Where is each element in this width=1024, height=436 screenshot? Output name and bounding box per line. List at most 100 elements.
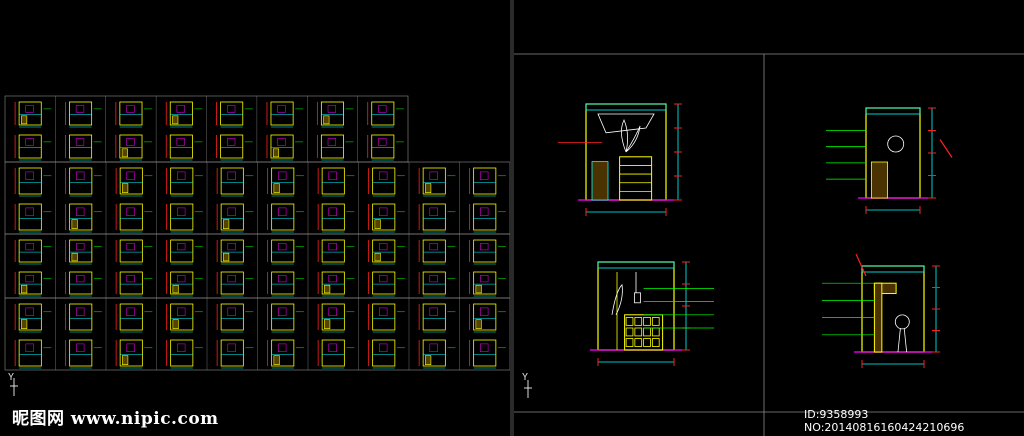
mini-elevation-fill bbox=[71, 219, 78, 230]
mini-elevation-fill bbox=[21, 115, 28, 125]
mini-elevation-detail bbox=[176, 105, 185, 113]
mini-elevation-detail bbox=[480, 207, 489, 216]
mini-elevation-detail bbox=[278, 243, 287, 251]
mini-elevation-detail bbox=[378, 138, 387, 146]
mini-elevation-fill bbox=[272, 148, 280, 158]
mini-elevation-box bbox=[69, 203, 93, 231]
mini-elevation-box bbox=[321, 339, 345, 367]
mini-elevation-detail bbox=[327, 105, 337, 113]
mini-elevation-detail bbox=[328, 207, 337, 216]
mini-elevation-detail bbox=[25, 243, 34, 251]
watermark: 昵图网 www.nipic.com bbox=[12, 409, 219, 429]
mini-elevation-detail bbox=[328, 275, 337, 283]
mini-elevation-box bbox=[473, 203, 497, 231]
mini-elevation-detail bbox=[177, 307, 186, 316]
plant-sketch bbox=[621, 119, 641, 153]
mini-elevation-fill bbox=[475, 284, 482, 294]
elevation-top-right bbox=[826, 107, 953, 214]
mini-elevation-box bbox=[69, 303, 93, 331]
mini-elevation-detail bbox=[379, 243, 388, 251]
mini-elevation-box bbox=[473, 303, 497, 331]
mini-elevation-detail bbox=[379, 171, 388, 180]
mini-elevation-detail bbox=[25, 138, 34, 146]
mini-elevation-detail bbox=[177, 275, 186, 283]
mini-elevation-detail bbox=[328, 307, 337, 316]
shelf-cell bbox=[634, 338, 643, 347]
mini-elevation-box bbox=[371, 101, 395, 126]
mini-elevation-detail bbox=[75, 138, 85, 146]
mini-elevation-fill bbox=[172, 319, 179, 330]
elevation-ceiling-band bbox=[597, 261, 675, 269]
mini-elevation-detail bbox=[75, 105, 85, 113]
mini-elevation-detail bbox=[227, 105, 236, 113]
mini-elevation-detail bbox=[177, 243, 186, 251]
mini-elevation-detail bbox=[429, 343, 438, 352]
mini-elevation-detail bbox=[126, 343, 135, 352]
plant-sketch bbox=[611, 283, 623, 315]
mini-elevation-detail bbox=[25, 105, 34, 113]
mini-elevation-detail bbox=[177, 343, 186, 352]
mini-elevation-fill bbox=[425, 355, 432, 366]
mini-elevation-box bbox=[119, 303, 143, 331]
mini-elevation-detail bbox=[76, 207, 85, 216]
viewport-divider[interactable] bbox=[510, 0, 514, 436]
mini-elevation-fill bbox=[374, 252, 381, 262]
mini-elevation-detail bbox=[227, 275, 236, 283]
mini-elevation-box bbox=[18, 303, 42, 331]
mini-elevation-box bbox=[270, 134, 294, 159]
mini-elevation-box bbox=[321, 203, 345, 231]
mini-elevation-box bbox=[119, 134, 143, 159]
mini-elevation-detail bbox=[126, 307, 135, 316]
mini-elevation-box bbox=[220, 271, 244, 295]
mini-elevation-detail bbox=[429, 275, 438, 283]
mini-elevation-fill bbox=[323, 115, 330, 125]
elevation-bottom-left bbox=[590, 261, 714, 366]
mini-elevation-fill bbox=[21, 319, 28, 330]
mini-elevation-detail bbox=[227, 343, 236, 352]
mini-elevation-box bbox=[372, 271, 396, 295]
mini-elevation-detail bbox=[278, 343, 287, 352]
ceiling-light-box bbox=[597, 113, 655, 134]
mini-elevation-box bbox=[119, 239, 143, 263]
mini-elevation-fill bbox=[223, 252, 230, 262]
mini-elevation-box bbox=[18, 134, 42, 159]
mini-elevation-box bbox=[473, 167, 497, 195]
left-drawing-viewport[interactable]: Y 昵图网 www.nipic.com bbox=[0, 0, 510, 436]
image-id-text: ID:9358993 NO:20140816160424210696 bbox=[804, 408, 965, 434]
mini-elevation-box bbox=[119, 203, 143, 231]
shelf-cell bbox=[651, 327, 660, 337]
mini-elevation-detail bbox=[227, 138, 236, 146]
shelf-cell bbox=[643, 327, 651, 337]
mini-elevation-box bbox=[220, 239, 244, 263]
display-shelf bbox=[624, 314, 664, 351]
mini-elevation-box bbox=[473, 271, 497, 295]
mini-elevation-box bbox=[473, 339, 497, 367]
mini-elevation-box bbox=[220, 134, 244, 159]
mini-elevation-box bbox=[321, 271, 345, 295]
mini-elevation-fill bbox=[172, 115, 179, 125]
mini-elevation-fill bbox=[475, 319, 482, 330]
mini-elevation-detail bbox=[378, 105, 387, 113]
mini-elevation-box bbox=[422, 239, 446, 263]
mini-elevation-box bbox=[69, 339, 93, 367]
shelf-cell bbox=[643, 338, 651, 347]
wall-panel bbox=[870, 161, 888, 199]
mini-elevation-detail bbox=[278, 307, 287, 316]
sheet-overview-canvas bbox=[4, 95, 510, 396]
mini-elevation-box bbox=[119, 167, 143, 195]
mini-elevation-box bbox=[372, 203, 396, 231]
mini-elevation-detail bbox=[379, 307, 388, 316]
ucs-y-axis-label: Y bbox=[8, 372, 15, 383]
right-drawing-viewport[interactable]: Y bbox=[514, 0, 1024, 436]
mini-elevation-box bbox=[69, 271, 93, 295]
elevation-bottom-right bbox=[822, 253, 940, 368]
mini-elevation-box bbox=[170, 239, 194, 263]
elevation-ceiling-band bbox=[585, 103, 667, 111]
mini-elevation-box bbox=[220, 203, 244, 231]
ucs-y-axis-label-right: Y bbox=[522, 372, 529, 383]
mini-elevation-fill bbox=[71, 252, 78, 262]
mini-elevation-detail bbox=[277, 138, 286, 146]
mini-elevation-box bbox=[119, 271, 143, 295]
mini-elevation-box bbox=[69, 134, 93, 159]
mini-elevation-box bbox=[422, 271, 446, 295]
